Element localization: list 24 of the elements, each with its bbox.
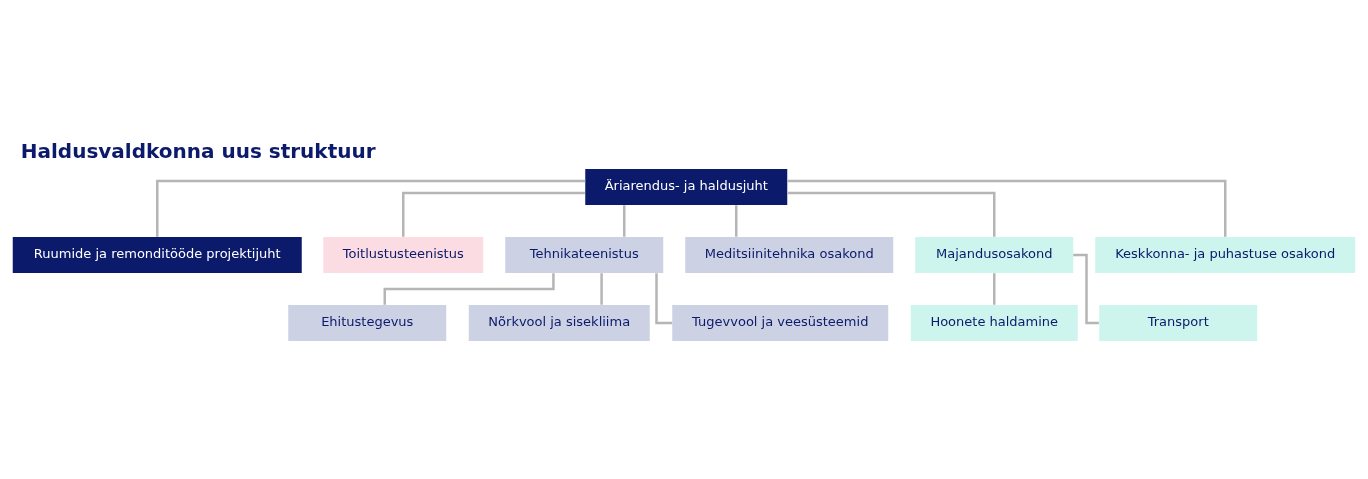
node-box: Ruumide ja remonditööde projektijuht	[12, 236, 302, 273]
node-box: Keskkonna- ja puhastuse osakond	[1095, 236, 1356, 273]
connector	[600, 272, 603, 305]
node-box: Toitlustusteenistus	[323, 236, 484, 273]
connector	[787, 191, 996, 237]
node-box: Transport	[1099, 304, 1258, 341]
node-box: Tugevvool ja veesüsteemid	[672, 304, 889, 341]
node-box: Majandusosakond	[915, 236, 1074, 273]
connector	[993, 272, 996, 305]
connector	[655, 272, 673, 324]
connector	[383, 272, 555, 305]
connector	[787, 179, 1227, 237]
connector	[623, 204, 626, 237]
connector	[402, 191, 585, 237]
node-box: Äriarendus- ja haldusjuht	[585, 168, 788, 205]
node-box: Hoonete haldamine	[910, 304, 1078, 341]
connector	[1073, 253, 1099, 324]
node-box: Nõrkvool ja sisekliima	[468, 304, 650, 341]
node-box: Tehnikateenistus	[505, 236, 664, 273]
node-box: Ehitustegevus	[288, 304, 447, 341]
connector	[735, 204, 738, 237]
node-box: Meditsiinitehnika osakond	[685, 236, 894, 273]
connector	[156, 179, 586, 237]
diagram-title: Haldusvaldkonna uus struktuur	[20, 138, 376, 163]
